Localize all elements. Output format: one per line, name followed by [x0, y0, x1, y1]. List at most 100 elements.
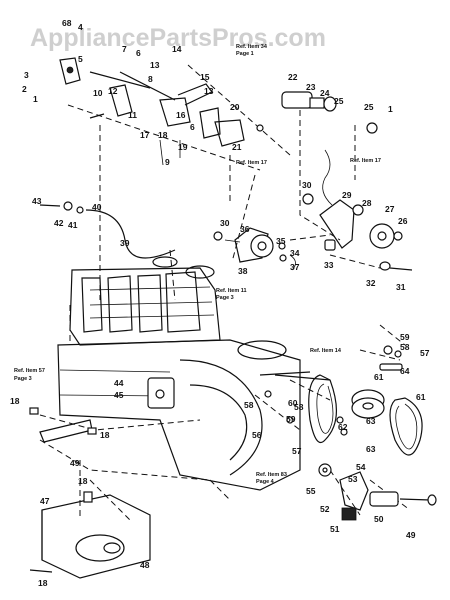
middle-idler-assembly — [213, 227, 296, 271]
callout-label: 23 — [306, 82, 316, 92]
callout-label: 17 — [140, 130, 150, 140]
callout-label: 11 — [128, 110, 137, 120]
callout-label: 53 — [348, 474, 358, 484]
callout-label: 63 — [366, 416, 376, 426]
callout-label: 60 — [288, 398, 298, 408]
callout-label: 51 — [330, 524, 340, 534]
bolts-left — [29, 407, 97, 443]
callout-label: 13 — [150, 60, 160, 70]
callout-label: 68 — [62, 18, 72, 28]
callout-label: 28 — [362, 198, 372, 208]
callout-label: 47 — [40, 496, 50, 506]
callout-label: 50 — [374, 514, 384, 524]
callout-label: 49 — [70, 458, 80, 468]
reference-line: Ref. Item 11 — [216, 288, 247, 294]
callout-label: 29 — [342, 190, 352, 200]
callout-label: 18 — [38, 578, 48, 588]
callout-label: 30 — [220, 218, 230, 228]
callout-label: 43 — [32, 196, 42, 206]
callout-label: 18 — [100, 430, 110, 440]
callout-label: 5 — [78, 54, 83, 64]
callout-label: 4 — [78, 22, 83, 32]
callout-label: 22 — [288, 72, 298, 82]
callout-label: 1 — [388, 104, 393, 114]
callout-label: 45 — [114, 390, 124, 400]
callout-label: 41 — [68, 220, 78, 230]
callout-label: 57 — [292, 446, 302, 456]
callout-label: 55 — [306, 486, 316, 496]
callout-label: 18 — [78, 476, 88, 486]
callout-label: 35 — [276, 236, 286, 246]
watermark: AppliancePartsPros.com — [30, 24, 326, 52]
callout-label: 61 — [416, 392, 426, 402]
callout-label: 12 — [108, 86, 118, 96]
reference-line: Ref. Item 17 — [350, 158, 381, 164]
callout-label: 20 — [230, 102, 240, 112]
callout-label: 40 — [92, 202, 102, 212]
reference-line: Ref. Item 83 — [256, 472, 287, 478]
callout-label: 25 — [334, 96, 344, 106]
callout-label: 1 — [33, 94, 38, 104]
callout-label: 18 — [158, 130, 168, 140]
callout-label: 6 — [136, 48, 141, 58]
reference-line: Page 1 — [236, 51, 254, 57]
callout-label: 38 — [238, 266, 248, 276]
callout-label: 24 — [320, 88, 330, 98]
callout-label: 49 — [406, 530, 416, 540]
callout-label: 48 — [140, 560, 150, 570]
callout-label: 6 — [190, 122, 195, 132]
callout-label: 59 — [286, 414, 296, 424]
housing — [57, 339, 331, 491]
reference-line: Page 4 — [256, 479, 275, 485]
callout-label: 39 — [120, 238, 130, 248]
lower-bracket — [318, 463, 437, 521]
callout-label: 37 — [290, 262, 300, 272]
callout-label: 34 — [290, 248, 300, 258]
idler-pulley-assembly — [281, 91, 413, 271]
callout-label: 16 — [176, 110, 186, 120]
callout-label: 18 — [10, 396, 20, 406]
callout-label: 63 — [366, 444, 376, 454]
callout-label: 30 — [302, 180, 312, 190]
callout-label: 33 — [324, 260, 334, 270]
callout-label: 25 — [364, 102, 374, 112]
callout-label: 26 — [398, 216, 408, 226]
engine — [69, 256, 221, 346]
callout-label: 10 — [93, 88, 103, 98]
belts-and-pulley — [308, 345, 423, 456]
callout-label: 2 — [22, 84, 27, 94]
belt-guard — [29, 491, 151, 579]
callout-label: 57 — [420, 348, 430, 358]
callout-label: 31 — [396, 282, 406, 292]
callout-label: 61 — [374, 372, 384, 382]
callout-label: 58 — [400, 342, 410, 352]
callouts: 68 4 3 2 1 5 7 6 13 14 8 10 12 15 13 11 … — [10, 18, 430, 588]
callout-label: 9 — [165, 157, 170, 167]
callout-label: 56 — [252, 430, 262, 440]
reference-line: Page 3 — [216, 295, 234, 301]
reference-notes: Ref. Item 34 Page 1 Ref. Item 17 Ref. It… — [14, 44, 381, 485]
callout-label: 27 — [385, 204, 395, 214]
callout-label: 7 — [122, 44, 127, 54]
callout-label: 44 — [114, 378, 124, 388]
callout-label: 62 — [338, 422, 348, 432]
callout-label: 19 — [178, 142, 188, 152]
assembly-lines — [39, 64, 411, 521]
callout-label: 52 — [320, 504, 330, 514]
callout-label: 58 — [294, 402, 304, 412]
callout-label: 8 — [148, 74, 153, 84]
callout-label: 64 — [400, 366, 410, 376]
reference-line: Ref. Item 57 — [14, 368, 45, 374]
callout-label: 54 — [356, 462, 366, 472]
control-cable — [39, 201, 176, 259]
reference-line: Page 3 — [14, 376, 32, 382]
callout-label: 42 — [54, 218, 64, 228]
callout-label: 59 — [400, 332, 410, 342]
reference-line: Ref. Item 14 — [310, 348, 342, 354]
control-linkage — [59, 57, 264, 166]
callout-label: 3 — [24, 70, 29, 80]
callout-label: 15 — [200, 72, 210, 82]
callout-label: 13 — [204, 86, 214, 96]
callout-label: 36 — [240, 224, 250, 234]
